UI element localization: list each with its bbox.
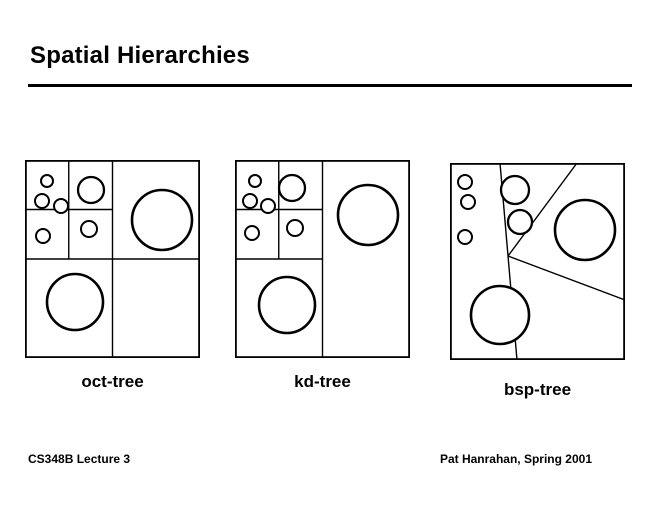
object-circle xyxy=(34,193,50,209)
object-circle xyxy=(45,272,105,332)
partition-line xyxy=(507,163,578,257)
partition-line xyxy=(507,255,625,301)
object-circle xyxy=(257,275,317,335)
object-circle xyxy=(336,183,400,247)
object-circle xyxy=(457,174,473,190)
object-circle xyxy=(286,219,304,237)
object-circle xyxy=(242,193,258,209)
footer-author: Pat Hanrahan, Spring 2001 xyxy=(439,452,592,466)
kd-tree-svg xyxy=(235,160,410,358)
object-circle xyxy=(248,174,262,188)
kd-tree-diagram xyxy=(235,160,410,358)
object-circle xyxy=(244,225,260,241)
title-underline xyxy=(28,84,632,87)
bsp-tree-svg xyxy=(450,163,625,360)
slide-title: Spatial Hierarchies xyxy=(30,42,250,69)
object-circle xyxy=(469,284,531,346)
object-circle xyxy=(40,174,54,188)
footer-course: CS348B Lecture 3 xyxy=(28,452,131,466)
object-circle xyxy=(277,173,307,203)
bsp-tree-label: bsp-tree xyxy=(503,380,572,399)
object-circle xyxy=(553,198,617,262)
object-circle xyxy=(457,229,473,245)
object-circle xyxy=(460,194,476,210)
object-circle xyxy=(35,228,51,244)
object-circle xyxy=(76,175,106,205)
object-circle xyxy=(53,198,69,214)
oct-tree-diagram xyxy=(25,160,200,358)
object-circle xyxy=(80,220,98,238)
object-circle xyxy=(130,188,194,252)
kd-tree-label: kd-tree xyxy=(294,372,351,391)
object-circle xyxy=(506,208,534,236)
oct-tree-svg xyxy=(25,160,200,358)
object-circle xyxy=(260,198,276,214)
region-border xyxy=(450,163,625,360)
oct-tree-label: oct-tree xyxy=(81,372,144,391)
bsp-tree-diagram xyxy=(450,163,625,360)
object-circle xyxy=(499,174,531,206)
